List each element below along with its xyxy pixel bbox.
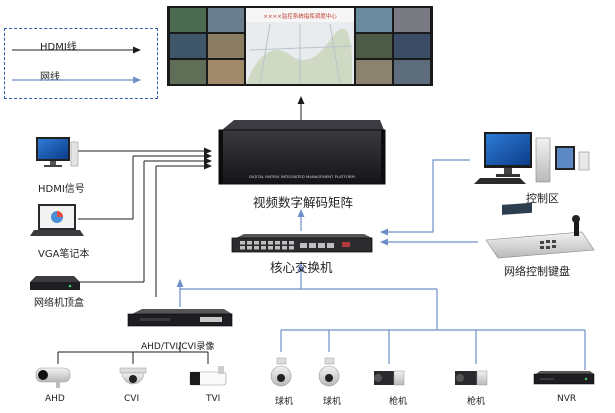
camera-label-ptz-1: 球机 [275,397,294,407]
control-area-pc [474,132,590,184]
camera-bus-lines [176,263,586,370]
dvr-device [127,309,233,327]
core-switch [231,234,373,253]
hdmi-lines [78,147,212,297]
camera-label-ahd: AHD [45,394,65,404]
switch-label: 核心交换机 [270,260,333,275]
matrix-panel-text: DIGITAL MATRIX INTEGRATED MANAGEMENT PLA… [249,174,355,179]
camera-box-1 [374,370,405,386]
network-stb [30,276,80,290]
legend-box [4,28,158,99]
keyboard-label: 网络控制键盘 [504,265,570,278]
camera-box-2 [455,370,488,386]
network-keyboard [485,202,595,259]
camera-label-box-2: 枪机 [467,397,486,407]
dvr-camera-lines [57,342,209,364]
camera-label-tvi: TVI [206,394,221,404]
camera-ptz-1 [270,357,292,387]
camera-label-box-1: 枪机 [389,397,408,407]
left-source-label-2: VGA笔记本 [38,249,90,260]
video-wall-center-map [246,8,354,85]
camera-ptz-2 [318,357,340,387]
legend-hdmi-label: HDMI线 [40,42,77,53]
matrix-label: 视频数字解码矩阵 [253,195,354,210]
left-source-label-3: 网络机顶盒 [34,298,84,309]
camera-label-ptz-2: 球机 [323,397,342,407]
camera-ahd [35,367,71,388]
video-wall-left-tiles [170,8,244,84]
dvr-label: AHD/TVI/CVI录像 [141,342,215,352]
hdmi-source-pc [36,137,79,167]
control-area-label: 控制区 [526,192,559,205]
matrix-device [218,120,386,185]
video-wall-right-tiles [356,8,430,84]
camera-cvi [119,367,147,385]
vga-laptop [30,204,84,236]
nvr-device [533,371,595,385]
camera-tvi [189,366,227,386]
legend-network-label: 网线 [40,72,60,83]
left-source-label-1: HDMI信号 [38,184,85,195]
camera-label-cvi: CVI [124,394,140,404]
video-wall: ××××监控系统指挥调度中心 [167,6,433,86]
camera-label-nvr: NVR [557,394,577,404]
control-area-line [380,159,470,236]
video-wall-banner: ××××监控系统指挥调度中心 [263,12,337,20]
